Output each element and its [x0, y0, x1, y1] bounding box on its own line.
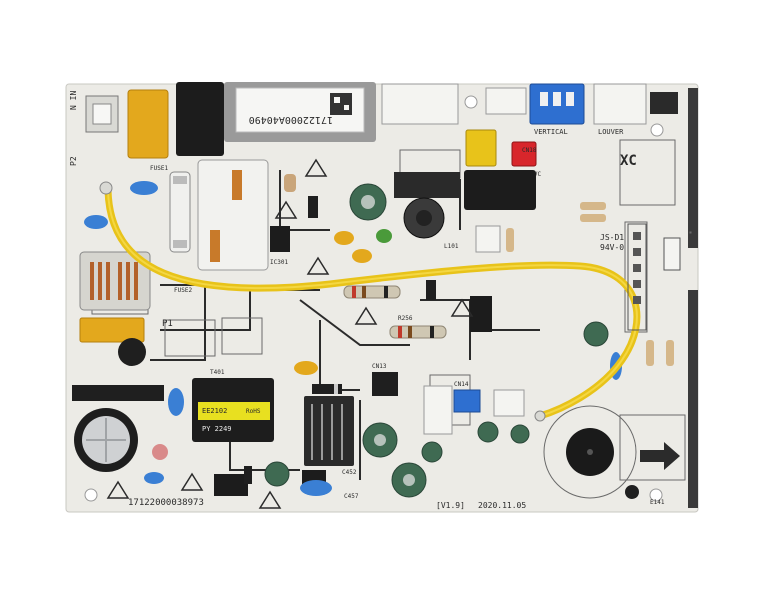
relay-sticker-code: 17122000A40490: [249, 114, 333, 125]
date-label: 2020.11.05: [478, 501, 526, 510]
mount-hole: [464, 95, 478, 109]
white-connector-louver: [593, 83, 647, 125]
label-n-in: N IN: [69, 91, 78, 110]
label-c452: C452: [342, 469, 357, 476]
power-terminal-pin: [92, 103, 112, 125]
white-connector-top-2: [485, 87, 527, 115]
label-louver: LOUVER: [598, 128, 624, 136]
red-led-cap: [152, 444, 168, 460]
white-connector-mid: [423, 385, 453, 435]
transformer-line3: RoHS: [246, 408, 261, 415]
ceramic-cap-yellow-2: [352, 249, 372, 263]
resistors: [284, 174, 674, 366]
right-header: [627, 223, 647, 331]
diodes: [244, 196, 436, 484]
common-mode-choke: [79, 251, 151, 311]
white-connector-top-1: [381, 83, 459, 125]
electrolytic-cap-4: [421, 441, 443, 463]
mount-hole: [649, 488, 663, 502]
direction-arrow: [640, 442, 680, 470]
label-js: JS-D1: [600, 233, 624, 242]
mount-hole: [84, 488, 98, 502]
ceramic-cap-blue-1: [130, 181, 158, 195]
ceramic-cap-green: [376, 229, 392, 243]
label-p1: P1: [162, 319, 173, 329]
ceramic-cap-blue-2: [84, 215, 108, 229]
electrolytic-cap-7: [477, 421, 499, 443]
label-cn18: CN18: [522, 147, 537, 154]
fuse: [169, 171, 191, 253]
electrolytic-cap-5: [264, 461, 290, 487]
center-relay-black: [464, 170, 536, 210]
version-label: [V1.9]: [436, 501, 465, 510]
electrolytic-cap-8: [510, 424, 530, 444]
box-capacitor-yellow: [79, 317, 145, 343]
black-2pin-connector: [372, 372, 398, 396]
label-l101: L101: [444, 243, 459, 250]
label-ic301: IC301: [270, 259, 288, 266]
choke-copper-winding: [90, 262, 138, 300]
transformer-line1: EE2102: [202, 407, 227, 415]
yellow-connector: [465, 129, 497, 167]
ceramic-cap-blue-3: [168, 388, 184, 416]
white-connector-small-2: [493, 389, 525, 417]
serial-number: 17122000038973: [128, 498, 204, 508]
small-black-connector: [650, 92, 678, 114]
transformer-line2: PY 2249: [202, 425, 232, 433]
center-black-module: [394, 172, 460, 198]
power-terminal: [85, 95, 119, 133]
ic-chip-2: [270, 226, 290, 252]
label-t401: T401: [210, 369, 225, 376]
label-cn14: CN14: [454, 381, 469, 388]
ceramic-cap-blue-5: [144, 472, 164, 484]
qr-code: [330, 93, 352, 115]
ic-chip-3: [470, 296, 492, 332]
label-94v0: 94V-0: [600, 243, 624, 252]
label-e141: E141: [650, 499, 665, 506]
bridge-rectifier: [72, 385, 164, 401]
x-capacitor-yellow: [127, 89, 169, 159]
white-connector-small-3: [475, 225, 501, 253]
electrolytic-cap-6: [583, 321, 609, 347]
dip-switch: [663, 237, 681, 271]
label-c457: C457: [344, 493, 359, 500]
ceramic-cap-blue-4: [300, 480, 332, 496]
brand-marks: XC: [620, 153, 637, 169]
ic-chip-1: [214, 474, 248, 496]
e141-marker: [625, 485, 639, 499]
board-edge-strip-top: [688, 88, 698, 248]
label-r256: R256: [398, 315, 413, 322]
mount-hole: [650, 123, 664, 137]
transformer-label: [198, 402, 270, 420]
main-relay-black: [176, 82, 224, 156]
label-fuse2: FUSE2: [174, 287, 192, 294]
ceramic-cap-yellow-1: [334, 231, 354, 245]
board-edge-strip-bottom: [688, 290, 698, 508]
label-cn13: CN13: [372, 363, 387, 370]
label-p2: P2: [69, 156, 78, 166]
warning-triangle-icons: [106, 158, 474, 509]
label-fuse1: FUSE1: [150, 165, 168, 172]
blue-connector-small: [453, 389, 481, 413]
black-thermistor: [118, 338, 146, 366]
label-vertical: VERTICAL: [534, 128, 568, 136]
ceramic-cap-yellow-3: [294, 361, 318, 375]
red-connector-plasma: [511, 141, 537, 167]
